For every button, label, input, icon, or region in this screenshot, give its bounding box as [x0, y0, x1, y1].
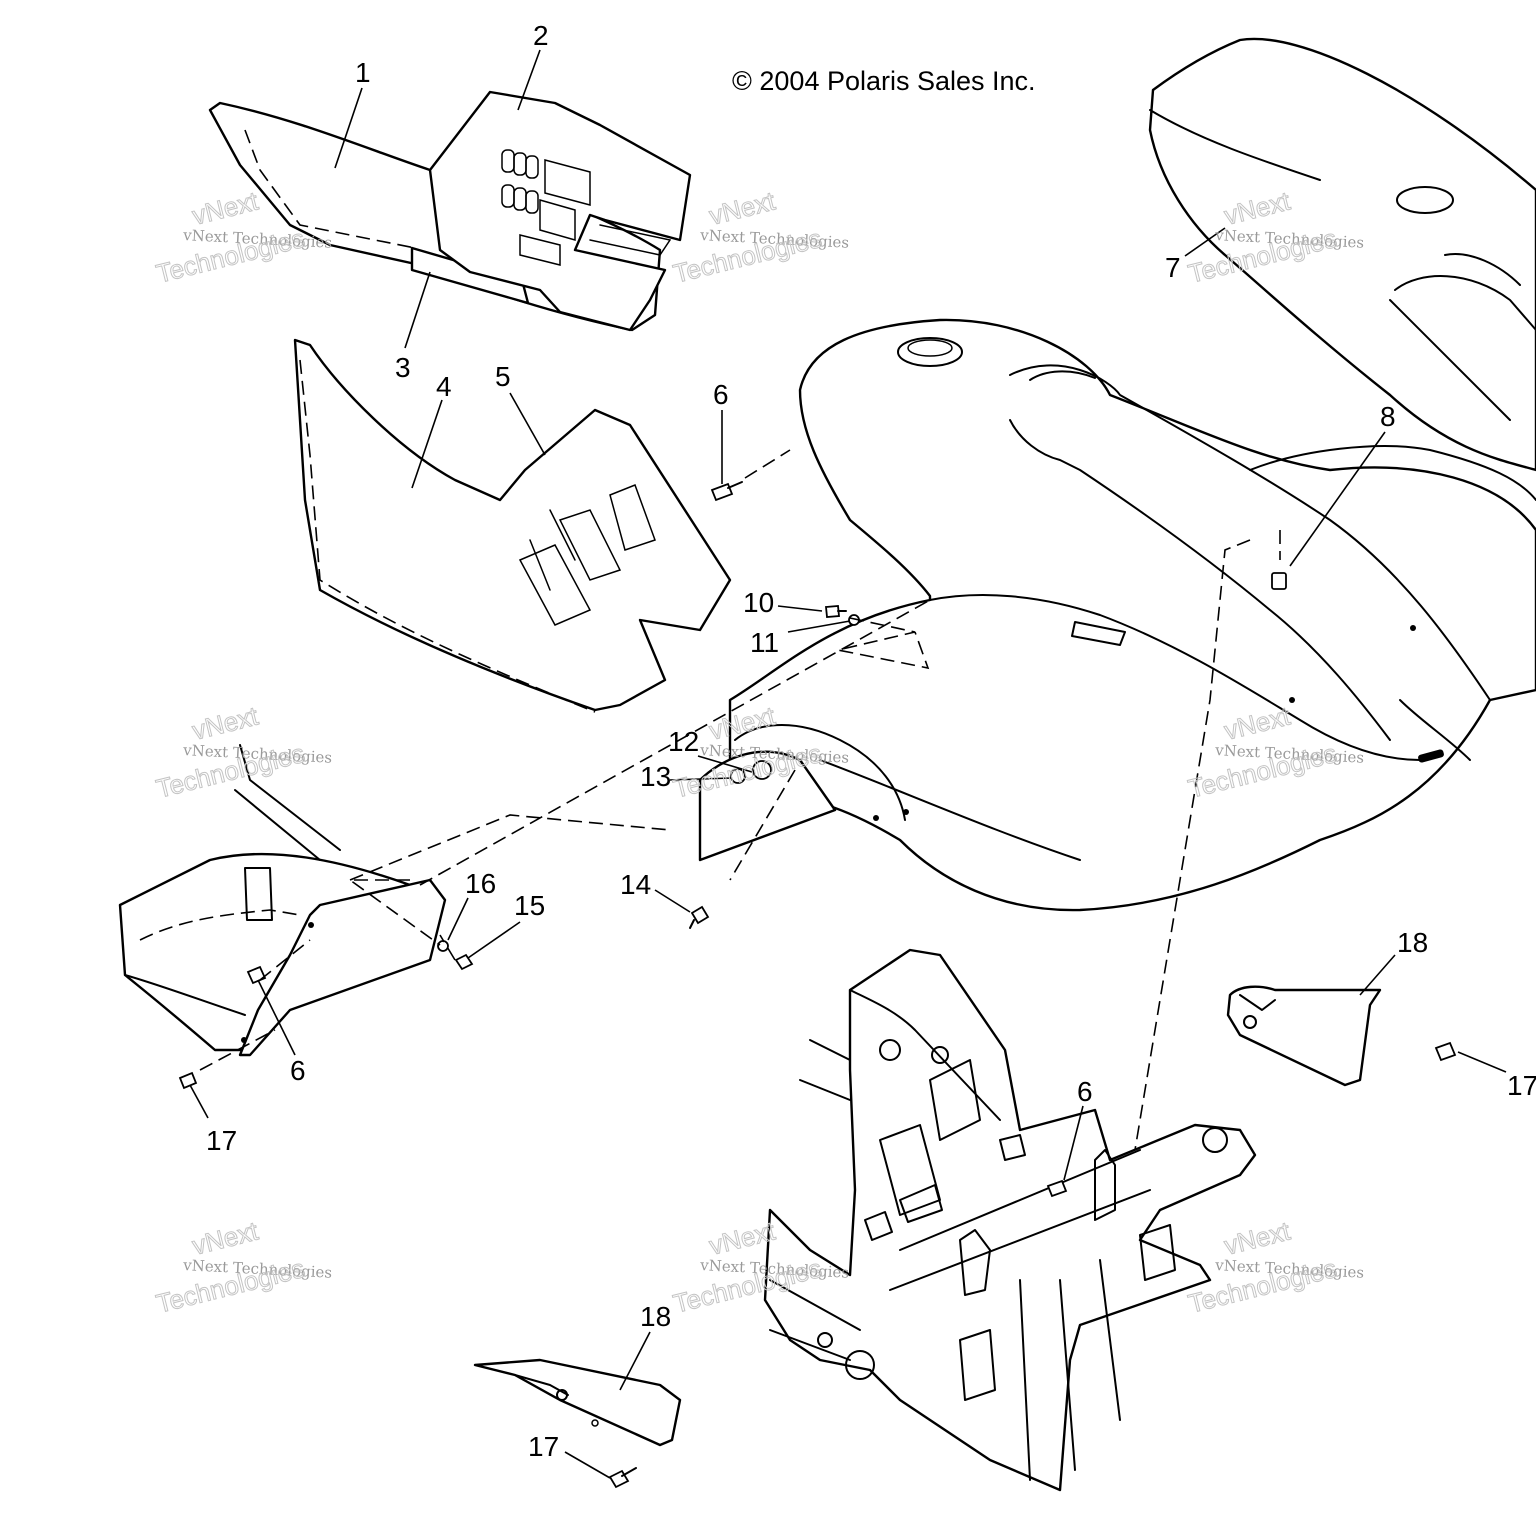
leader-lines — [189, 49, 1507, 1479]
callout-8: 8 — [1380, 401, 1396, 432]
washer-icon — [437, 940, 449, 952]
clip-icon — [1271, 572, 1287, 590]
watermark: vNext vNext Technologies Technologies — [153, 700, 333, 804]
screw-icon — [710, 481, 743, 502]
push-rivet-icon — [178, 1071, 198, 1090]
callout-5: 5 — [495, 361, 511, 392]
nut-icon — [454, 953, 474, 971]
callout-2: 2 — [533, 20, 549, 51]
callout-1: 1 — [355, 57, 371, 88]
svg-text:vNext: vNext — [706, 185, 778, 230]
mud-flap-guard — [238, 878, 447, 1057]
callout-6-upper: 6 — [713, 379, 729, 410]
callout-4: 4 — [436, 371, 452, 402]
washer-icon — [730, 768, 746, 784]
callout-16: 16 — [465, 868, 496, 899]
callout-12: 12 — [668, 726, 699, 757]
watermark: vNext vNext Technologies Technologies — [1185, 1215, 1365, 1319]
callout-15: 15 — [514, 890, 545, 921]
push-rivet-icon — [1434, 1041, 1457, 1062]
callout-13: 13 — [640, 761, 671, 792]
nut-icon — [752, 760, 772, 780]
skid-bracket-part-18-left — [473, 1358, 682, 1447]
callout-labels: 1 2 3 4 5 6 7 8 10 11 12 13 14 15 16 6 1… — [206, 20, 1536, 1462]
dash-panel-part-2 — [428, 90, 692, 332]
skid-bracket-part-18-right — [1226, 985, 1382, 1087]
callout-6-frame: 6 — [1077, 1076, 1093, 1107]
frame-assembly — [763, 948, 1257, 1492]
push-rivet-icon — [689, 905, 710, 929]
callout-18-right: 18 — [1397, 927, 1428, 958]
callout-14: 14 — [620, 869, 651, 900]
callout-10: 10 — [743, 587, 774, 618]
svg-text:vNext: vNext — [1221, 1215, 1293, 1260]
callout-11: 11 — [750, 627, 779, 658]
svg-text:vNext: vNext — [189, 700, 261, 745]
callout-6-left: 6 — [290, 1055, 306, 1086]
svg-text:vNext: vNext — [189, 185, 261, 230]
assembly-lines — [199, 449, 1281, 1151]
screw-icon — [1046, 1179, 1068, 1198]
callout-7: 7 — [1165, 252, 1181, 283]
side-panel-part-4 — [293, 338, 732, 713]
callout-17-bottom: 17 — [528, 1431, 559, 1462]
push-rivet-icon — [608, 1467, 637, 1489]
rear-panel-part-7 — [1148, 37, 1536, 472]
screw-icon — [825, 605, 847, 618]
callout-18-left: 18 — [640, 1301, 671, 1332]
copyright-notice: © 2004 Polaris Sales Inc. — [732, 66, 1036, 96]
callout-17-right: 17 — [1507, 1070, 1536, 1101]
svg-text:vNext: vNext — [189, 1215, 261, 1260]
callout-3: 3 — [395, 352, 411, 383]
watermark: vNext vNext Technologies Technologies — [153, 1215, 333, 1319]
watermark: vNext vNext Technologies Technologies — [670, 185, 850, 289]
lower-panel-part-5 — [518, 484, 656, 626]
callout-17-left: 17 — [206, 1125, 237, 1156]
